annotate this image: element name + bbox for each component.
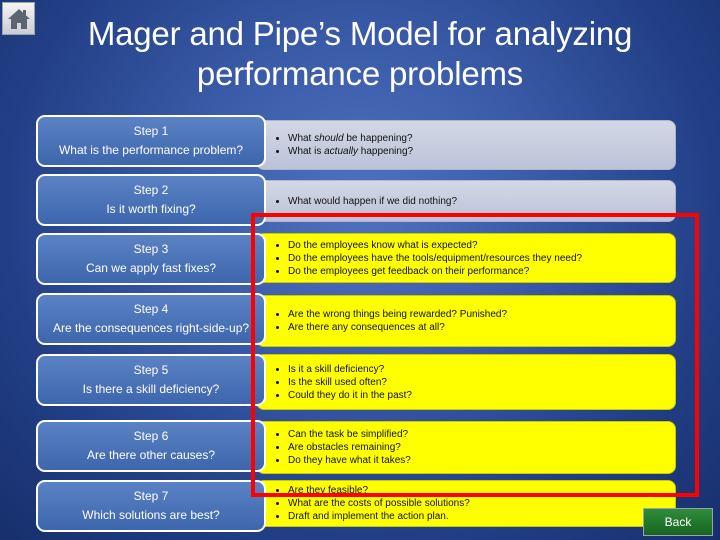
bullet-list: Are they feasible? What are the costs of … <box>277 484 675 523</box>
step-question: Can we apply fast fixes? <box>85 261 217 275</box>
step-4-box: Step 4 Are the consequences right-side-up… <box>36 293 266 345</box>
bullet-list: Do the employees know what is expected?D… <box>277 239 675 278</box>
bullet-list: Is it a skill deficiency?Is the skill us… <box>277 363 675 402</box>
step-label: Step 5 <box>133 363 169 377</box>
bullet-text: What would happen if we did nothing? <box>288 195 458 207</box>
step-label: Step 2 <box>133 183 169 197</box>
step-question: Is there a skill deficiency? <box>82 382 220 396</box>
step-7-box: Step 7 Which solutions are best? <box>36 480 266 532</box>
bullet-item: Could they do it in the past? <box>288 389 675 402</box>
step-5-details: Is it a skill deficiency?Is the skill us… <box>256 354 676 410</box>
bullet-text: Are they feasible? <box>288 485 369 496</box>
bullet-text: What are the costs of possible solutions… <box>288 498 470 509</box>
step-question: Is it worth fixing? <box>106 202 196 216</box>
bullet-item: Can the task be simplified? <box>288 428 675 441</box>
home-button[interactable] <box>2 2 35 35</box>
bullet-item: What are the costs of possible solutions… <box>288 497 675 510</box>
bullet-item: Are obstacles remaining? <box>288 441 675 454</box>
bullet-item: Draft and implement the action plan. <box>288 510 675 523</box>
bullet-text: happening? <box>358 146 414 157</box>
bullet-item: Is it a skill deficiency? <box>288 363 675 376</box>
step-7-details: Are they feasible? What are the costs of … <box>256 480 676 527</box>
bullet-item: What is actually happening? <box>288 145 675 158</box>
bullet-text: Do the employees get feedback on their p… <box>288 265 530 277</box>
bullet-item: Do they have what it takes? <box>288 454 675 467</box>
highlight-box <box>251 213 699 497</box>
bullet-text: Are obstacles remaining? <box>288 442 401 453</box>
step-4-details: Are the wrong things being rewarded? Pun… <box>256 295 676 347</box>
bullet-item: What should be happening? <box>288 132 675 145</box>
step-question: Are the consequences right-side-up? <box>52 321 250 335</box>
bullet-text: Can the task be simplified? <box>288 429 409 440</box>
bullet-item: Are they feasible? <box>288 484 675 497</box>
step-6-box: Step 6 Are there other causes? <box>36 420 266 472</box>
step-question: Are there other causes? <box>86 448 216 462</box>
step-3-details: Do the employees know what is expected?D… <box>256 233 676 283</box>
bullet-text: Is it a skill deficiency? <box>288 363 385 375</box>
step-question: Which solutions are best? <box>82 508 220 522</box>
bullet-item: Do the employees know what is expected? <box>288 239 675 252</box>
bullet-item: What would happen if we did nothing? <box>288 195 675 208</box>
bullet-list: What should be happening?What is actuall… <box>277 132 675 158</box>
bullet-text: Are the wrong things being rewarded? Pun… <box>288 309 508 320</box>
step-1-box: Step 1 What is the performance problem? <box>36 115 266 167</box>
bullet-item: Is the skill used often? <box>288 376 675 389</box>
bullet-item: Are the wrong things being rewarded? Pun… <box>288 308 675 321</box>
bullet-list: Are the wrong things being rewarded? Pun… <box>277 308 675 334</box>
bullet-item: Do the employees have the tools/equipmen… <box>288 252 675 265</box>
step-label: Step 7 <box>133 489 169 503</box>
bullet-text: Draft and implement the action plan. <box>288 511 449 522</box>
bullet-item: Do the employees get feedback on their p… <box>288 265 675 278</box>
home-icon <box>8 9 30 29</box>
bullet-list: What would happen if we did nothing? <box>277 195 675 208</box>
step-5-box: Step 5 Is there a skill deficiency? <box>36 354 266 406</box>
bullet-text: Are there any consequences at all? <box>288 322 445 333</box>
step-label: Step 1 <box>133 124 169 138</box>
bullet-text: Do the employees know what is expected? <box>288 239 478 251</box>
bullet-item: Are there any consequences at all? <box>288 321 675 334</box>
bullet-text: What <box>288 133 315 144</box>
bullet-text: actually <box>324 146 359 157</box>
bullet-list: Can the task be simplified? Are obstacles… <box>277 428 675 467</box>
step-6-details: Can the task be simplified? Are obstacles… <box>256 421 676 474</box>
bullet-text: should <box>314 133 344 144</box>
page-title: Mager and Pipe’s Model for analyzing per… <box>87 15 633 92</box>
step-label: Step 4 <box>133 302 169 316</box>
bullet-text: Do the employees have the tools/equipmen… <box>288 252 583 264</box>
step-label: Step 6 <box>133 429 169 443</box>
step-question: What is the performance problem? <box>58 143 244 157</box>
step-label: Step 3 <box>133 242 169 256</box>
bullet-text: be happening? <box>343 133 413 144</box>
back-button[interactable]: Back <box>643 508 713 536</box>
step-3-box: Step 3 Can we apply fast fixes? <box>36 233 266 285</box>
bullet-text: Do they have what it takes? <box>288 455 411 466</box>
bullet-text: Is the skill used often? <box>288 376 387 388</box>
step-2-box: Step 2 Is it worth fixing? <box>36 174 266 226</box>
bullet-text: What is <box>288 146 325 157</box>
bullet-text: Could they do it in the past? <box>288 389 412 401</box>
step-1-details: What should be happening?What is actuall… <box>256 120 676 170</box>
